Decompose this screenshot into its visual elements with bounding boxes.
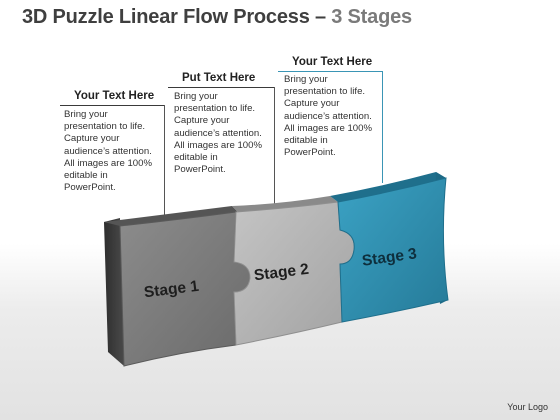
- title-main: 3D Puzzle Linear Flow Process –: [22, 6, 332, 28]
- title-suffix: 3 Stages: [331, 6, 412, 28]
- callout-1-rule: [60, 105, 164, 106]
- callout-3-body: Bring your presentation to life. Capture…: [284, 74, 372, 159]
- stage-2-label: Stage 2: [253, 261, 310, 285]
- stage-3-piece: [337, 177, 449, 323]
- stage-3-top-edge: [330, 172, 446, 202]
- stage-1-side: [104, 218, 124, 366]
- callout-1-body: Bring your presentation to life. Capture…: [64, 109, 152, 194]
- slide-title: 3D Puzzle Linear Flow Process – 3 Stages: [22, 6, 412, 29]
- callout-3-header: Your Text Here: [292, 56, 373, 68]
- callout-2-body: Bring your presentation to life. Capture…: [174, 91, 262, 176]
- callout-2-rule: [168, 87, 274, 88]
- callout-2-connector: [274, 87, 275, 207]
- stage-1-label: Stage 1: [143, 278, 200, 302]
- logo-placeholder: Your Logo: [507, 402, 548, 412]
- callout-1-connector: [164, 105, 165, 217]
- callout-2-header: Put Text Here: [182, 72, 256, 84]
- callout-1-header: Your Text Here: [74, 90, 155, 102]
- callout-3-rule: [278, 71, 382, 72]
- callout-3-connector: [382, 71, 383, 183]
- stage-1-top-edge: [104, 206, 238, 226]
- stage-2-top-edge: [232, 196, 338, 212]
